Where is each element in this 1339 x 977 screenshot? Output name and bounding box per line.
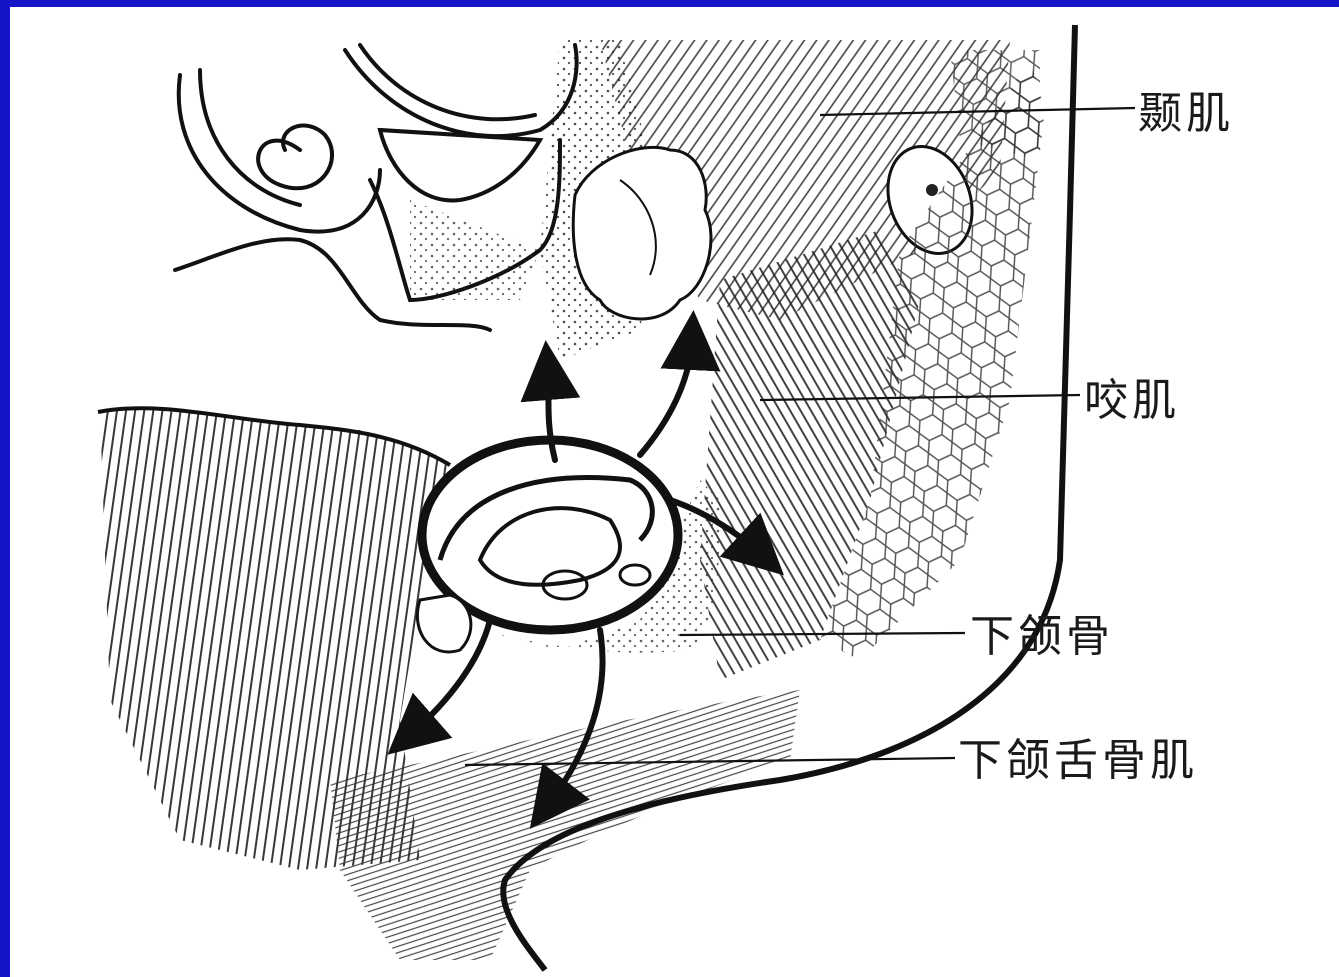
maxilla-stipple [410, 200, 540, 300]
central-space-ring [417, 440, 678, 652]
slide-frame-left [0, 0, 10, 977]
slide-canvas: 颞肌 咬肌 下颌骨 下颌舌骨肌 [10, 7, 1339, 977]
coronoid-process [573, 147, 711, 319]
nodule-dot [926, 184, 938, 196]
label-mylohyoid: 下颌舌骨肌 [958, 739, 1198, 783]
label-mandible: 下颌骨 [970, 615, 1114, 659]
anatomy-illustration [10, 7, 1339, 977]
slide-frame-top [0, 0, 1339, 7]
label-masseter: 咬肌 [1084, 379, 1180, 423]
label-temporalis: 颞肌 [1138, 92, 1234, 136]
